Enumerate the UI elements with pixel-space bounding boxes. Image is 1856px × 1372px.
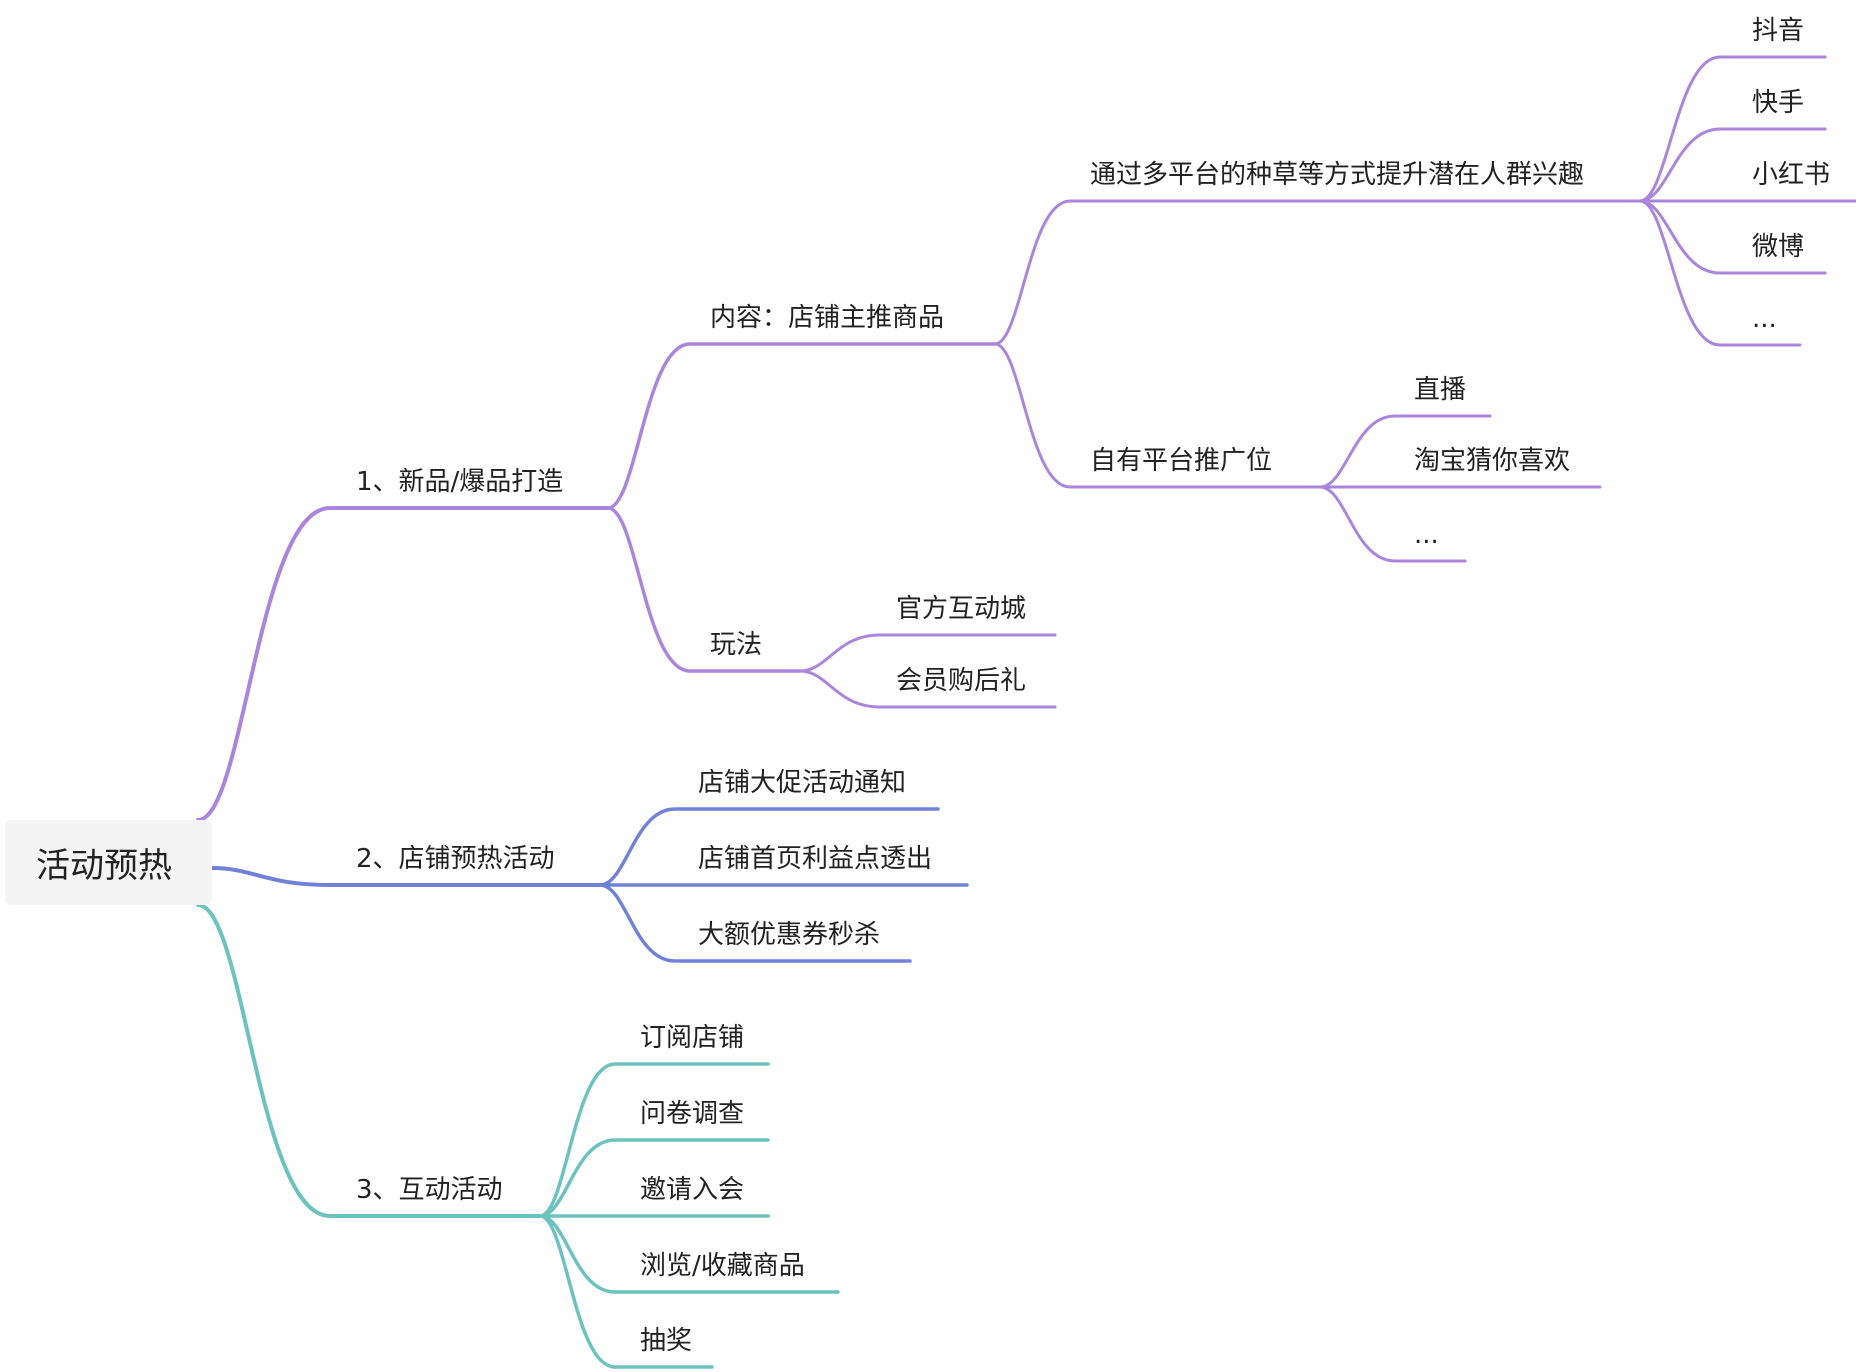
edge-mp-weibo	[1638, 199, 1827, 275]
node-new-product[interactable]: 1、新品/爆品打造	[356, 467, 564, 497]
edge-content-multiplatform	[993, 199, 1642, 346]
node-interaction[interactable]: 3、互动活动	[356, 1175, 503, 1205]
node-content[interactable]: 内容：店铺主推商品	[710, 303, 945, 333]
node-subscribe-store[interactable]: 订阅店铺	[640, 1023, 745, 1053]
edge-b3-survey	[538, 1138, 770, 1218]
edge-b3-subscribe	[538, 1062, 770, 1218]
edge-b2-notice	[598, 807, 940, 887]
node-official-interaction-city[interactable]: 官方互动城	[896, 594, 1027, 624]
node-gameplay[interactable]: 玩法	[710, 630, 763, 660]
node-kuaishou[interactable]: 快手	[1752, 88, 1805, 118]
node-promo-notice[interactable]: 店铺大促活动通知	[698, 768, 907, 798]
edge-branch1-gameplay	[606, 506, 802, 673]
node-own-platform[interactable]: 自有平台推广位	[1090, 446, 1273, 476]
edge-mp-douyin	[1638, 55, 1827, 203]
edge-b2-coupon	[598, 883, 912, 963]
node-coupon-flash[interactable]: 大额优惠券秒杀	[698, 920, 881, 950]
edge-root-branch3	[196, 903, 542, 1218]
node-douyin[interactable]: 抖音	[1752, 16, 1805, 46]
edge-mp-kuaishou	[1638, 127, 1827, 203]
node-survey[interactable]: 问卷调查	[640, 1099, 745, 1129]
edge-b3-browse	[538, 1214, 840, 1294]
node-homepage-benefit[interactable]: 店铺首页利益点透出	[698, 844, 933, 874]
edge-mp-more	[1638, 199, 1802, 347]
node-invite-member[interactable]: 邀请入会	[640, 1175, 745, 1205]
edge-gameplay-member	[798, 669, 1057, 709]
root-node-label: 活动预热	[36, 846, 172, 886]
edge-root-branch2	[210, 866, 602, 887]
edge-root-branch1	[196, 506, 610, 822]
edge-gameplay-official	[798, 633, 1057, 673]
node-live[interactable]: 直播	[1414, 375, 1467, 405]
edge-branch1-content	[606, 342, 997, 510]
node-own-more[interactable]: ...	[1414, 520, 1439, 550]
edge-own-more	[1318, 485, 1467, 563]
root-node[interactable]: 活动预热	[5, 820, 212, 905]
node-xiaohongshu[interactable]: 小红书	[1752, 160, 1831, 190]
node-weibo[interactable]: 微博	[1752, 232, 1805, 262]
edge-content-ownplatform	[993, 342, 1322, 489]
node-platform-more[interactable]: ...	[1752, 304, 1777, 334]
node-store-warmup[interactable]: 2、店铺预热活动	[356, 844, 555, 874]
node-taobao-guess[interactable]: 淘宝猜你喜欢	[1414, 446, 1571, 476]
edge-own-live	[1318, 414, 1492, 489]
edge-b3-lottery	[538, 1214, 714, 1369]
node-browse-favorite[interactable]: 浏览/收藏商品	[640, 1251, 805, 1281]
node-lottery[interactable]: 抽奖	[640, 1326, 693, 1356]
node-multi-platform[interactable]: 通过多平台的种草等方式提升潜在人群兴趣	[1090, 160, 1585, 190]
node-member-gift[interactable]: 会员购后礼	[896, 666, 1027, 696]
